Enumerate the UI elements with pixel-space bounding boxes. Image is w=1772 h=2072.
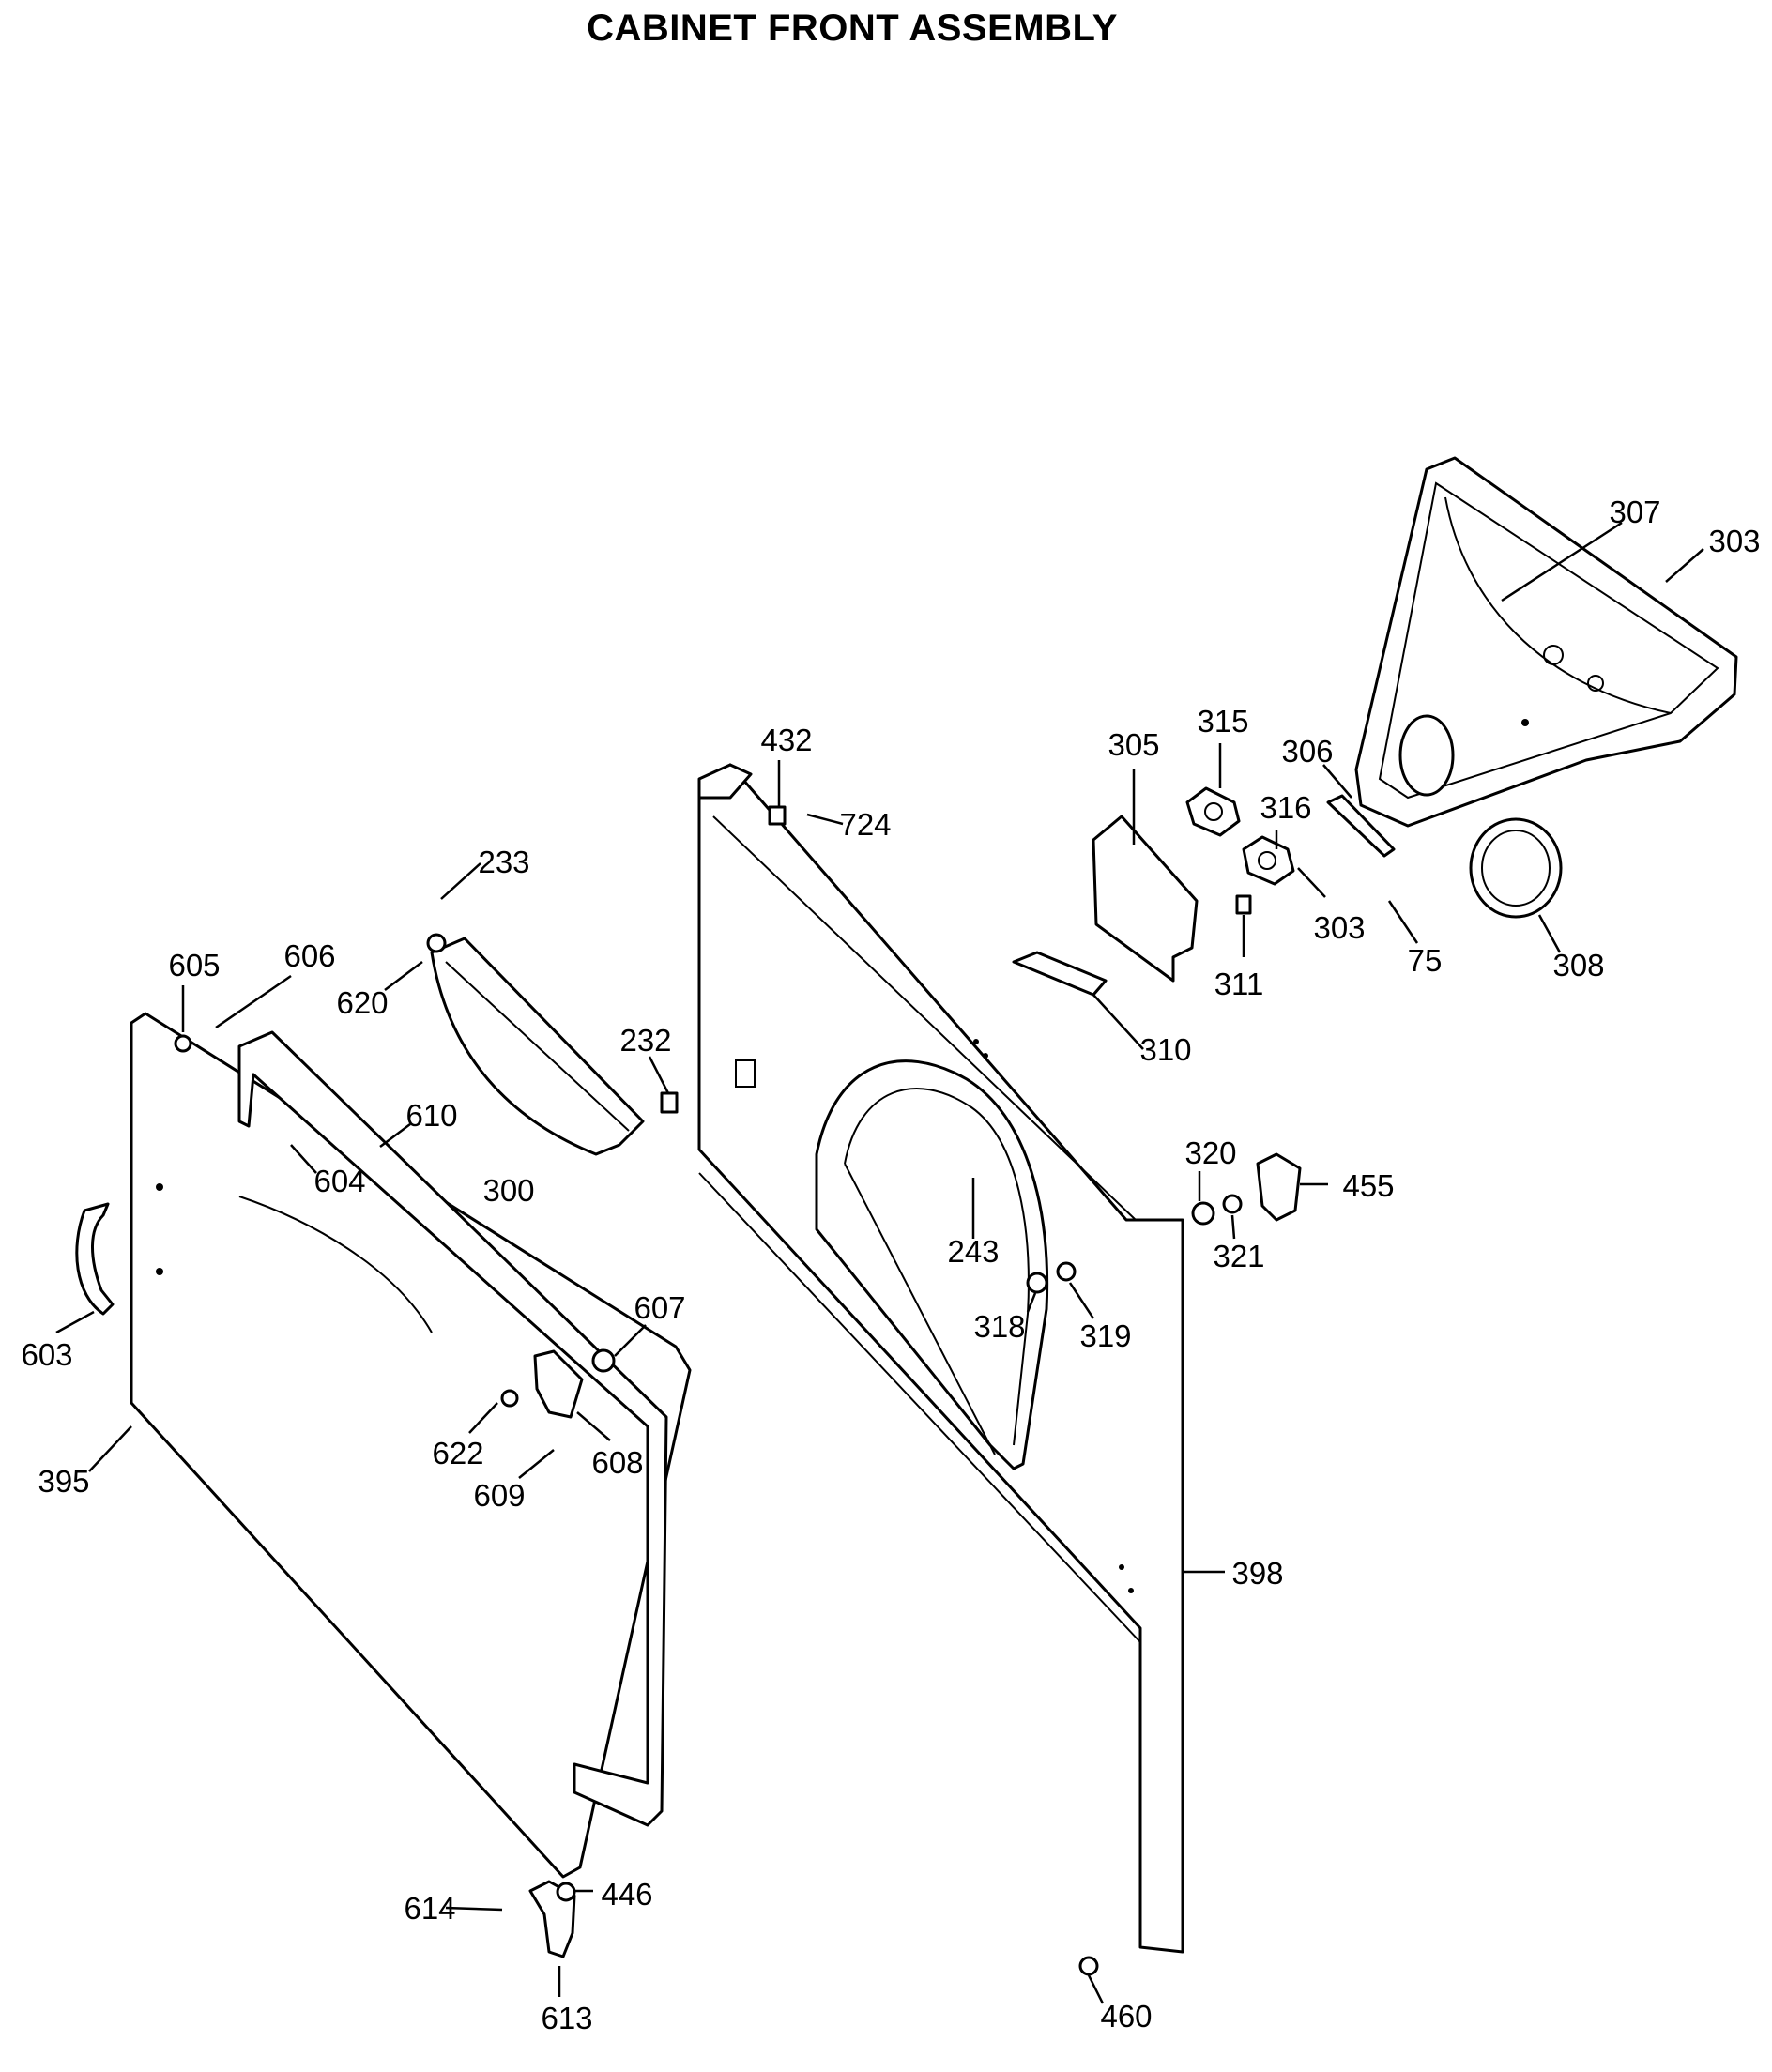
leader-lines [55, 521, 1704, 2004]
callout-455: 455 [1342, 1168, 1394, 1203]
callout-232: 232 [619, 1023, 671, 1058]
callout-614: 614 [404, 1891, 455, 1926]
callout-305: 305 [1108, 727, 1159, 762]
callout-608: 608 [591, 1445, 643, 1480]
callout-300: 300 [482, 1173, 534, 1208]
callout-610: 610 [405, 1098, 457, 1133]
callout-306: 306 [1281, 734, 1333, 769]
callout-432: 432 [760, 723, 812, 757]
door-outer-panel [130, 1012, 692, 1879]
callout-307: 307 [1609, 495, 1660, 529]
callout-321: 321 [1213, 1239, 1264, 1273]
callout-311: 311 [1214, 967, 1264, 1001]
latch-plate-608 [533, 1349, 584, 1419]
callout-233: 233 [478, 845, 529, 879]
hardware-small-parts [174, 805, 1243, 1976]
callout-318: 318 [973, 1309, 1025, 1344]
callout-310: 310 [1139, 1032, 1191, 1067]
callout-605: 605 [168, 948, 220, 983]
felt-seal-ring [1469, 817, 1563, 919]
thermostat-316 [1242, 835, 1295, 886]
callout-243: 243 [947, 1234, 999, 1269]
door-gasket-610 [237, 1030, 668, 1827]
callout-613: 613 [541, 2001, 592, 2035]
lint-duct-300 [430, 937, 645, 1156]
thermostat-315 [1185, 786, 1241, 837]
callout-622: 622 [432, 1436, 483, 1470]
page-title: CABINET FRONT ASSEMBLY [587, 8, 1118, 49]
cover-plate [1092, 815, 1199, 983]
callout-620: 620 [336, 985, 388, 1020]
callout-446: 446 [601, 1877, 652, 1912]
bulkhead-part [1354, 456, 1738, 828]
callout-607: 607 [634, 1290, 685, 1325]
clip-311 [1235, 894, 1252, 915]
callout-724: 724 [839, 807, 891, 842]
callout-315: 315 [1197, 704, 1248, 739]
callout-319: 319 [1079, 1318, 1131, 1353]
bracket-310 [1012, 951, 1108, 997]
callout-603: 603 [21, 1337, 72, 1372]
callout-303-top: 303 [1708, 524, 1760, 558]
callout-604: 604 [313, 1164, 365, 1198]
door-handle [75, 1202, 115, 1316]
callout-460: 460 [1100, 1999, 1152, 2034]
callout-316: 316 [1260, 790, 1311, 825]
callout-609: 609 [473, 1478, 525, 1513]
callout-308: 308 [1552, 948, 1604, 983]
callout-320: 320 [1184, 1135, 1236, 1170]
callout-75: 75 [1408, 943, 1443, 978]
front-panel [697, 763, 1184, 1954]
callout-398: 398 [1231, 1556, 1283, 1591]
callout-labels: 307 303 305 315 306 316 432 724 233 303 … [21, 495, 1760, 2035]
callout-606: 606 [283, 938, 335, 973]
callout-303-mid: 303 [1313, 910, 1365, 945]
door-switch-455 [1256, 1152, 1302, 1222]
bracket-306 [1326, 794, 1396, 858]
callout-395: 395 [38, 1464, 89, 1499]
